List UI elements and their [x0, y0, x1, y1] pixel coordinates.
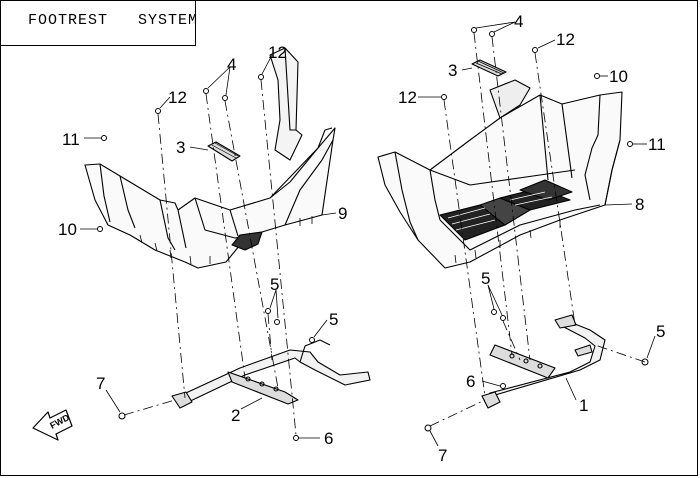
left-step-bar-3 [207, 141, 241, 162]
callout-6-left: 6 [324, 429, 333, 448]
callout-10-left: 10 [58, 220, 77, 239]
fasteners [97, 27, 649, 441]
callout-11-right: 11 [648, 135, 666, 154]
callout-3-right: 3 [448, 61, 457, 80]
diagram-title: FOOTREST SYSTEM [28, 12, 199, 29]
callout-5-left-a: 5 [270, 275, 279, 294]
callout-11-left: 11 [62, 130, 80, 149]
title-box: FOOTREST SYSTEM [0, 0, 199, 46]
callout-9: 9 [338, 204, 347, 223]
callout-2: 2 [231, 406, 240, 425]
callout-5-right-b: 5 [656, 322, 665, 341]
callout-12-left-a: 12 [168, 88, 187, 107]
right-footrest-panel [377, 79, 623, 269]
callout-4-left: 4 [227, 55, 236, 74]
callout-1: 1 [579, 396, 588, 415]
callout-12-left-b: 12 [268, 43, 287, 62]
left-footrest-panel [84, 47, 336, 269]
callout-3-left: 3 [176, 138, 185, 157]
callout-7-left: 7 [96, 374, 105, 393]
callout-6-right: 6 [466, 372, 475, 391]
callout-7-right: 7 [438, 446, 447, 465]
leader-lines [80, 21, 656, 447]
callout-12-right-b: 12 [398, 88, 417, 107]
assembly-lines [123, 32, 646, 436]
callout-5-left-b: 5 [329, 310, 338, 329]
left-mount-bracket-2 [171, 339, 371, 409]
callout-12-right-a: 12 [556, 30, 575, 49]
callout-8: 8 [635, 195, 644, 214]
callout-5-right-a: 5 [481, 269, 490, 288]
callout-4-right: 4 [514, 12, 523, 31]
forward-arrow-icon [32, 409, 73, 441]
right-mount-bracket-1 [481, 314, 606, 409]
callout-10-right: 10 [609, 67, 628, 86]
